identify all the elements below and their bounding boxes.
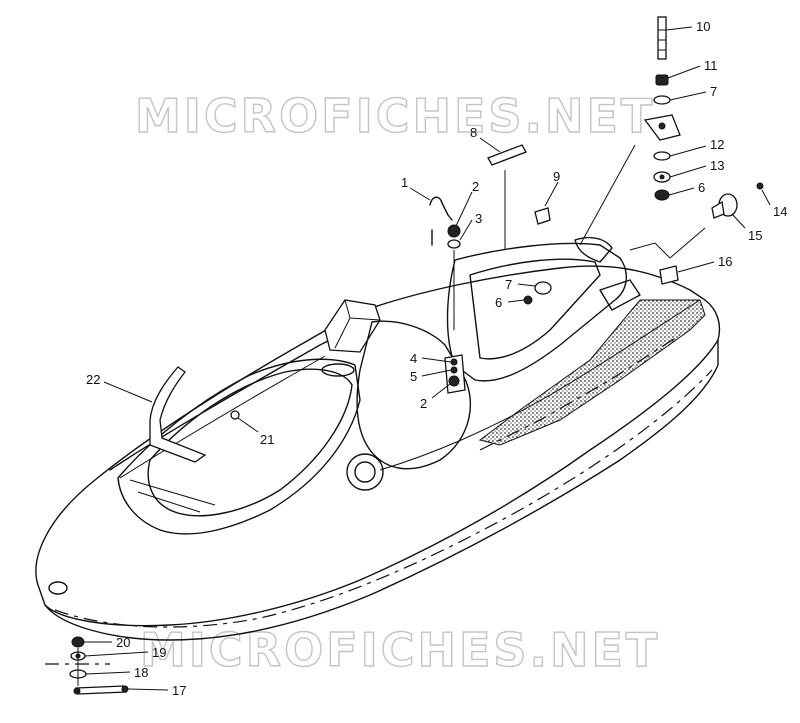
hull — [35, 236, 721, 641]
callout-11: 11 — [704, 58, 718, 73]
callout-12: 12 — [710, 137, 724, 152]
part-12-washer — [653, 151, 671, 161]
callout-22: 22 — [86, 372, 100, 387]
callout-13: 13 — [710, 158, 724, 173]
part-14-screw — [756, 182, 764, 190]
part-6-nut-seat — [523, 295, 533, 305]
callout-16: 16 — [718, 254, 732, 269]
watermark-bottom: MICROFICHES.NET — [140, 623, 660, 677]
callout-18: 18 — [134, 665, 148, 680]
callout-7-seat: 7 — [505, 277, 512, 292]
callout-21: 21 — [260, 432, 274, 447]
part-7-washer-seat — [534, 281, 552, 295]
callout-17: 17 — [172, 683, 186, 698]
part-9-tab — [534, 207, 551, 225]
part-5 — [450, 366, 458, 374]
callout-7-top: 7 — [710, 84, 717, 99]
part-1-hook — [429, 196, 453, 221]
callout-20: 20 — [116, 635, 130, 650]
callout-10: 10 — [696, 19, 710, 34]
callout-3: 3 — [475, 211, 482, 226]
callout-14: 14 — [773, 204, 787, 219]
callout-15: 15 — [748, 228, 762, 243]
callout-1: 1 — [401, 175, 408, 190]
part-4 — [450, 358, 458, 366]
part-21-screw — [230, 410, 240, 420]
part-20-nut — [71, 636, 85, 648]
callout-2-lower: 2 — [420, 396, 427, 411]
part-3-washer — [447, 239, 461, 249]
part-16-tab — [659, 265, 679, 285]
part-10-bolt — [657, 16, 667, 60]
callout-2: 2 — [472, 179, 479, 194]
part-7-washer-top — [653, 95, 671, 105]
part-6-nut-top — [654, 189, 670, 201]
callout-6-seat: 6 — [495, 295, 502, 310]
part-11-nut — [655, 74, 669, 86]
callout-8: 8 — [470, 125, 477, 140]
callout-19: 19 — [152, 645, 166, 660]
leader-lines — [84, 26, 771, 691]
part-2-knob — [447, 224, 461, 238]
callout-4: 4 — [410, 351, 417, 366]
part-2-lower — [448, 375, 460, 387]
callout-9: 9 — [553, 169, 560, 184]
watermark-top: MICROFICHES.NET — [135, 89, 655, 143]
parts — [45, 16, 764, 695]
part-8-rod — [487, 144, 527, 166]
callout-labels: 1 2 3 8 9 10 11 7 12 13 6 14 15 16 7 6 4… — [86, 19, 787, 698]
part-17-link — [75, 685, 127, 695]
part-22-grab-handle — [149, 366, 207, 463]
callout-6-top: 6 — [698, 180, 705, 195]
callout-5: 5 — [410, 369, 417, 384]
